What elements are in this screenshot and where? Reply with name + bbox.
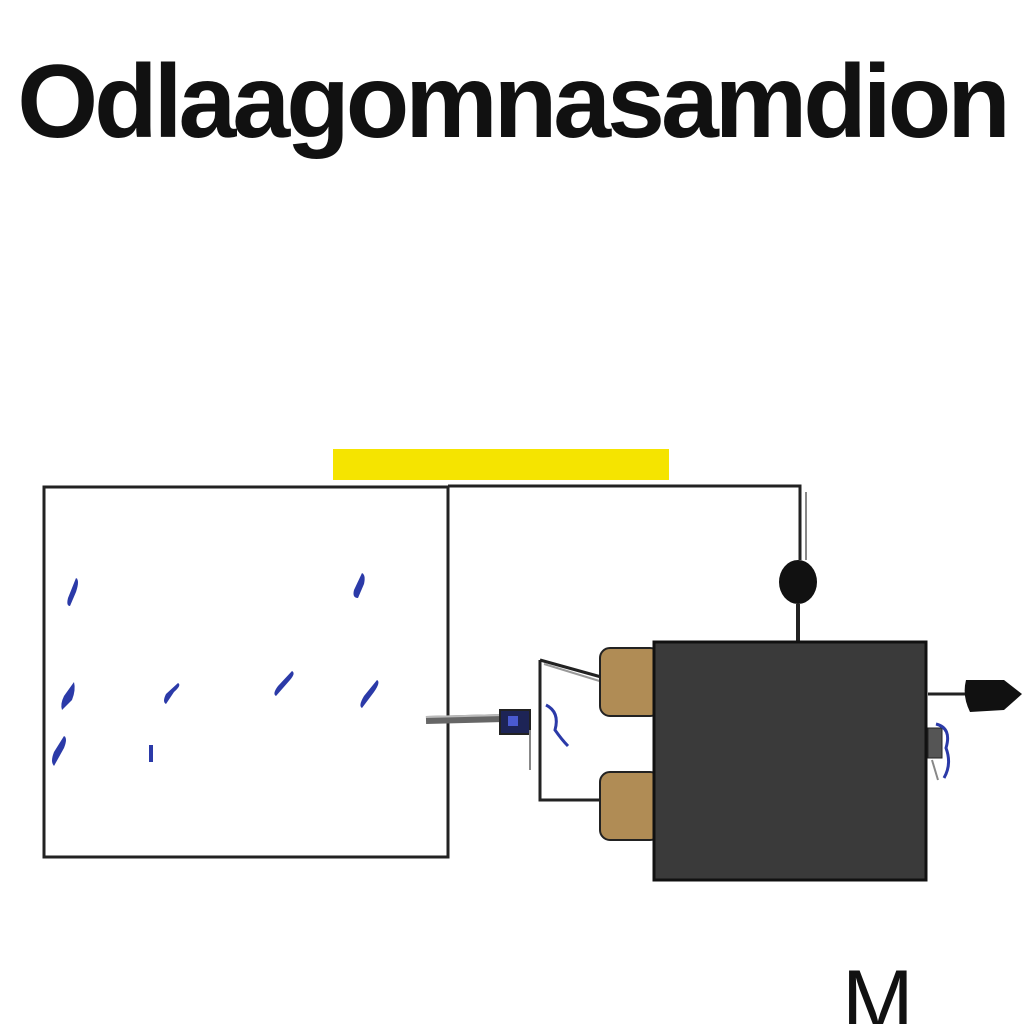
droplet-icon [61, 682, 75, 710]
corner-label: M [842, 953, 914, 1024]
droplet-icon [360, 680, 379, 708]
pad-top [599, 647, 661, 717]
top-wire [448, 484, 802, 560]
yellow-bar [333, 449, 669, 480]
droplet-icon [164, 683, 180, 704]
device-body [652, 640, 928, 882]
pad-bottom [599, 771, 661, 841]
connector-knob-icon [779, 560, 817, 604]
droplet-icon [149, 745, 153, 762]
probe-tip-icon [964, 680, 1022, 712]
droplets [52, 573, 379, 766]
droplet-icon [353, 573, 365, 598]
probe-rod-highlight [425, 714, 505, 718]
diagram-title: Odlaagomnasamdion [17, 44, 1011, 160]
droplet-icon [274, 671, 294, 696]
probe-head-window [508, 716, 518, 726]
probe-head [499, 709, 531, 735]
droplet-icon [67, 578, 78, 606]
probe-rod [425, 714, 505, 724]
container-box [42, 485, 450, 859]
side-clip [927, 722, 951, 781]
droplet-icon [52, 736, 66, 766]
